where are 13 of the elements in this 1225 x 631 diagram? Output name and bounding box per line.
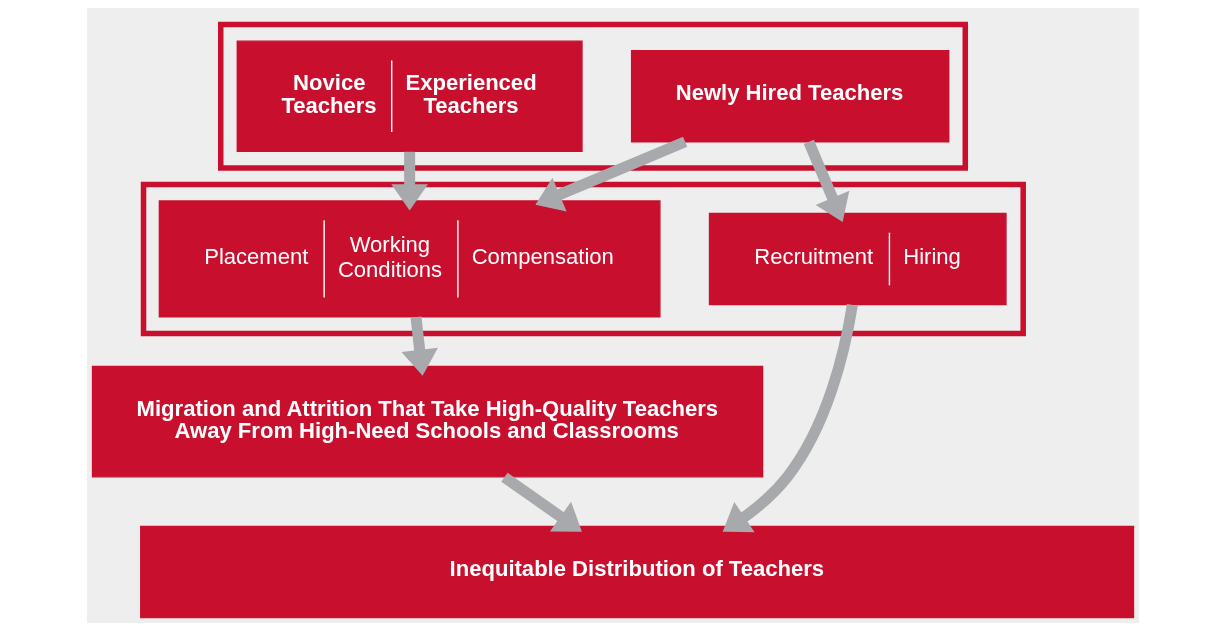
arrow (400, 316, 438, 376)
node-box: Recruitment Hiring (708, 212, 1007, 306)
cluster (217, 21, 968, 171)
node-box: Inequitable Distribution of Teachers (139, 525, 1134, 619)
arrow (722, 303, 858, 533)
arrow (534, 136, 687, 212)
node-box: Migration and Attrition That Take High-Quality Teachers Away From High-Need Schools and Classrooms (91, 365, 763, 478)
arrow (500, 472, 582, 532)
arrow (390, 151, 428, 211)
node-box: Placement Working Conditions Compensation (158, 200, 661, 318)
node-box: Newly Hired Teachers (630, 50, 949, 143)
node-box: Novice Teachers Experienced Teachers (236, 40, 583, 153)
arrow (803, 139, 849, 222)
